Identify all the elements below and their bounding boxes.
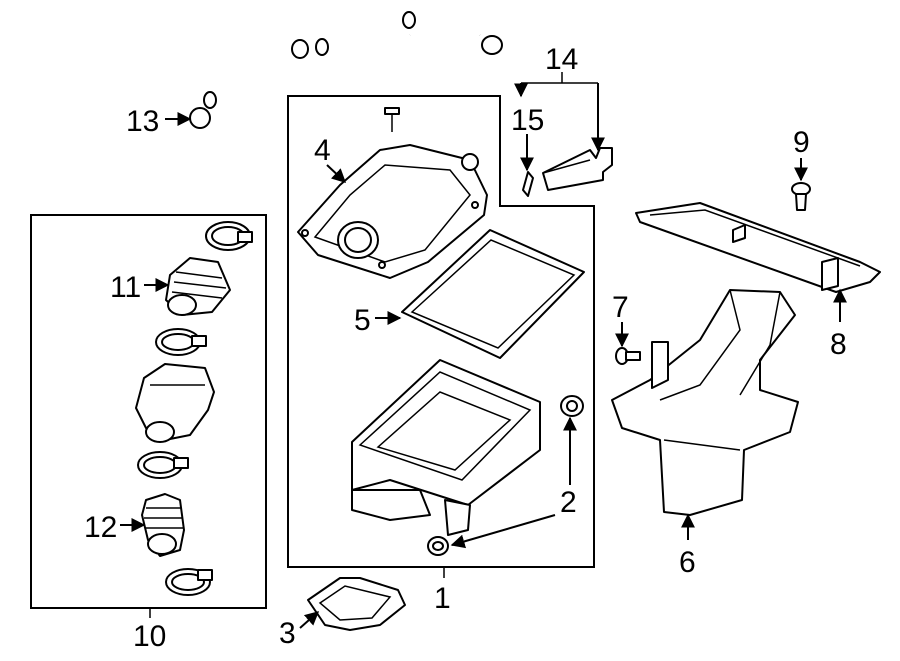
grommet-part-2 <box>427 395 584 556</box>
callout-3: 3 <box>279 617 296 650</box>
leader-3 <box>299 611 320 629</box>
group-box-10 <box>30 214 267 609</box>
screw-part-4a <box>384 107 400 132</box>
callout-13: 13 <box>126 105 159 138</box>
air-filter-element-part-5 <box>401 229 585 359</box>
callout-7: 7 <box>612 291 629 324</box>
callout-1: 1 <box>434 582 451 615</box>
clamp-middle <box>137 451 189 479</box>
air-cleaner-cover-part-4 <box>297 144 488 279</box>
duct-part-11 <box>165 257 231 316</box>
clamp-top <box>205 221 253 251</box>
callout-10: 10 <box>133 620 166 653</box>
callout-9: 9 <box>793 126 810 159</box>
sensor-clip-part-15 <box>522 171 534 197</box>
callout-2: 2 <box>560 486 577 519</box>
inlet-duct-part-6 <box>611 289 799 516</box>
callout-5: 5 <box>354 304 371 337</box>
push-pin-part-9 <box>791 182 811 211</box>
leader-2-bottom <box>450 514 556 549</box>
leader-4 <box>326 164 347 183</box>
clamp-part-11-lower <box>155 328 207 356</box>
vent-hose-part-13 <box>189 11 503 129</box>
duct-part-12 <box>141 493 185 557</box>
callout-6: 6 <box>679 546 696 579</box>
callout-15: 15 <box>511 104 544 137</box>
callout-4: 4 <box>314 134 331 167</box>
seal-part-3 <box>307 577 406 631</box>
air-deflector-part-8 <box>635 202 881 293</box>
air-cleaner-housing-lower <box>351 359 541 536</box>
group-box-1 <box>287 95 595 568</box>
bolt-part-7 <box>615 347 641 365</box>
callout-12: 12 <box>84 511 117 544</box>
callout-8: 8 <box>830 328 847 361</box>
mass-airflow-sensor-part-14 <box>542 147 613 191</box>
resonator-duct <box>135 363 215 443</box>
callout-14: 14 <box>545 43 578 76</box>
clamp-bottom <box>165 568 213 596</box>
callout-11: 11 <box>110 271 141 304</box>
